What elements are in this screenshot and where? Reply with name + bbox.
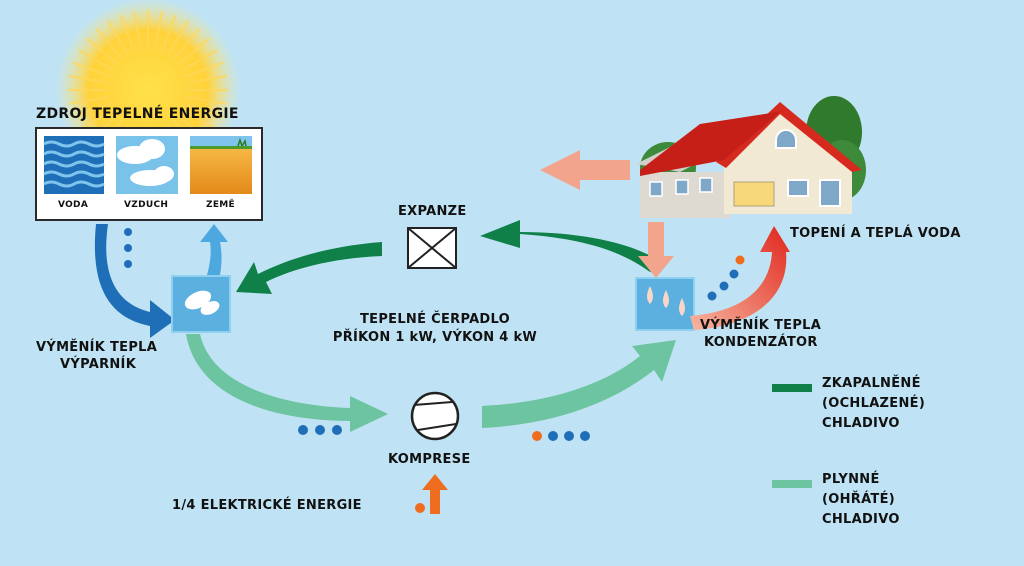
refrigerant-dots-right — [532, 431, 590, 441]
tile-label-air: VZDUCH — [124, 200, 169, 210]
condenser-exchanger — [635, 277, 695, 331]
house-icon — [636, 96, 866, 218]
liquid-flow-arrow-to-evaporator — [236, 242, 382, 294]
cold-flow-arrow — [94, 224, 175, 338]
refrigerant-dots-left — [298, 425, 342, 435]
gas-flow-arrow-to-compressor — [186, 334, 388, 432]
gas-flow-arrow-to-condenser — [482, 340, 676, 428]
legend-gas-line-3: CHLADIVO — [822, 512, 900, 527]
compressor-icon — [410, 391, 460, 441]
electric-energy-arrow — [415, 474, 448, 514]
legend-gas-line-2: (OHŘÁTÉ) — [822, 492, 896, 507]
legend-liquid-line-2: (OCHLAZENÉ) — [822, 396, 926, 411]
evaporator-exchanger — [171, 275, 231, 333]
legend-liquid-line-1: ZKAPALNĚNÉ — [822, 376, 921, 391]
hot-flow-dots — [707, 255, 745, 301]
expansion-label: EXPANZE — [398, 204, 467, 219]
electric-energy-label: 1/4 ELEKTRICKÉ ENERGIE — [172, 498, 362, 513]
water-icon — [43, 136, 105, 194]
liquid-flow-arrow-to-expansion — [480, 220, 664, 272]
legend-swatch-gas — [772, 480, 812, 488]
heating-label: TOPENÍ A TEPLÁ VODA — [790, 226, 961, 241]
cold-flow-dots — [124, 228, 132, 268]
legend-gas-line-1: PLYNNÉ — [822, 472, 880, 487]
heat-pump-power: PŘÍKON 1 kW, VÝKON 4 kW — [332, 330, 538, 345]
compression-label: KOMPRESE — [388, 452, 471, 467]
evaporator-label-1: VÝMĚNÍK TEPLA — [36, 340, 158, 355]
air-icon — [116, 136, 178, 194]
earth-icon — [190, 136, 252, 194]
heat-pump-title: TEPELNÉ ČERPADLO — [359, 312, 510, 327]
evaporator-label-2: VÝPARNÍK — [60, 357, 137, 372]
tile-label-water: VODA — [58, 200, 89, 210]
condenser-label-2: KONDENZÁTOR — [704, 335, 818, 350]
legend-swatch-liquid — [772, 384, 812, 392]
tile-label-earth: ZEMĚ — [206, 200, 235, 210]
hot-flow-arrow — [690, 226, 790, 330]
legend-liquid-line-3: CHLADIVO — [822, 416, 900, 431]
heat-return-arrow — [638, 222, 674, 278]
source-title: ZDROJ TEPELNÉ ENERGIE — [36, 106, 239, 122]
heat-output-arrow — [540, 150, 630, 190]
energy-source-panel — [35, 127, 263, 221]
condenser-label-1: VÝMĚNÍK TEPLA — [700, 318, 822, 333]
expansion-valve-icon — [407, 227, 457, 269]
